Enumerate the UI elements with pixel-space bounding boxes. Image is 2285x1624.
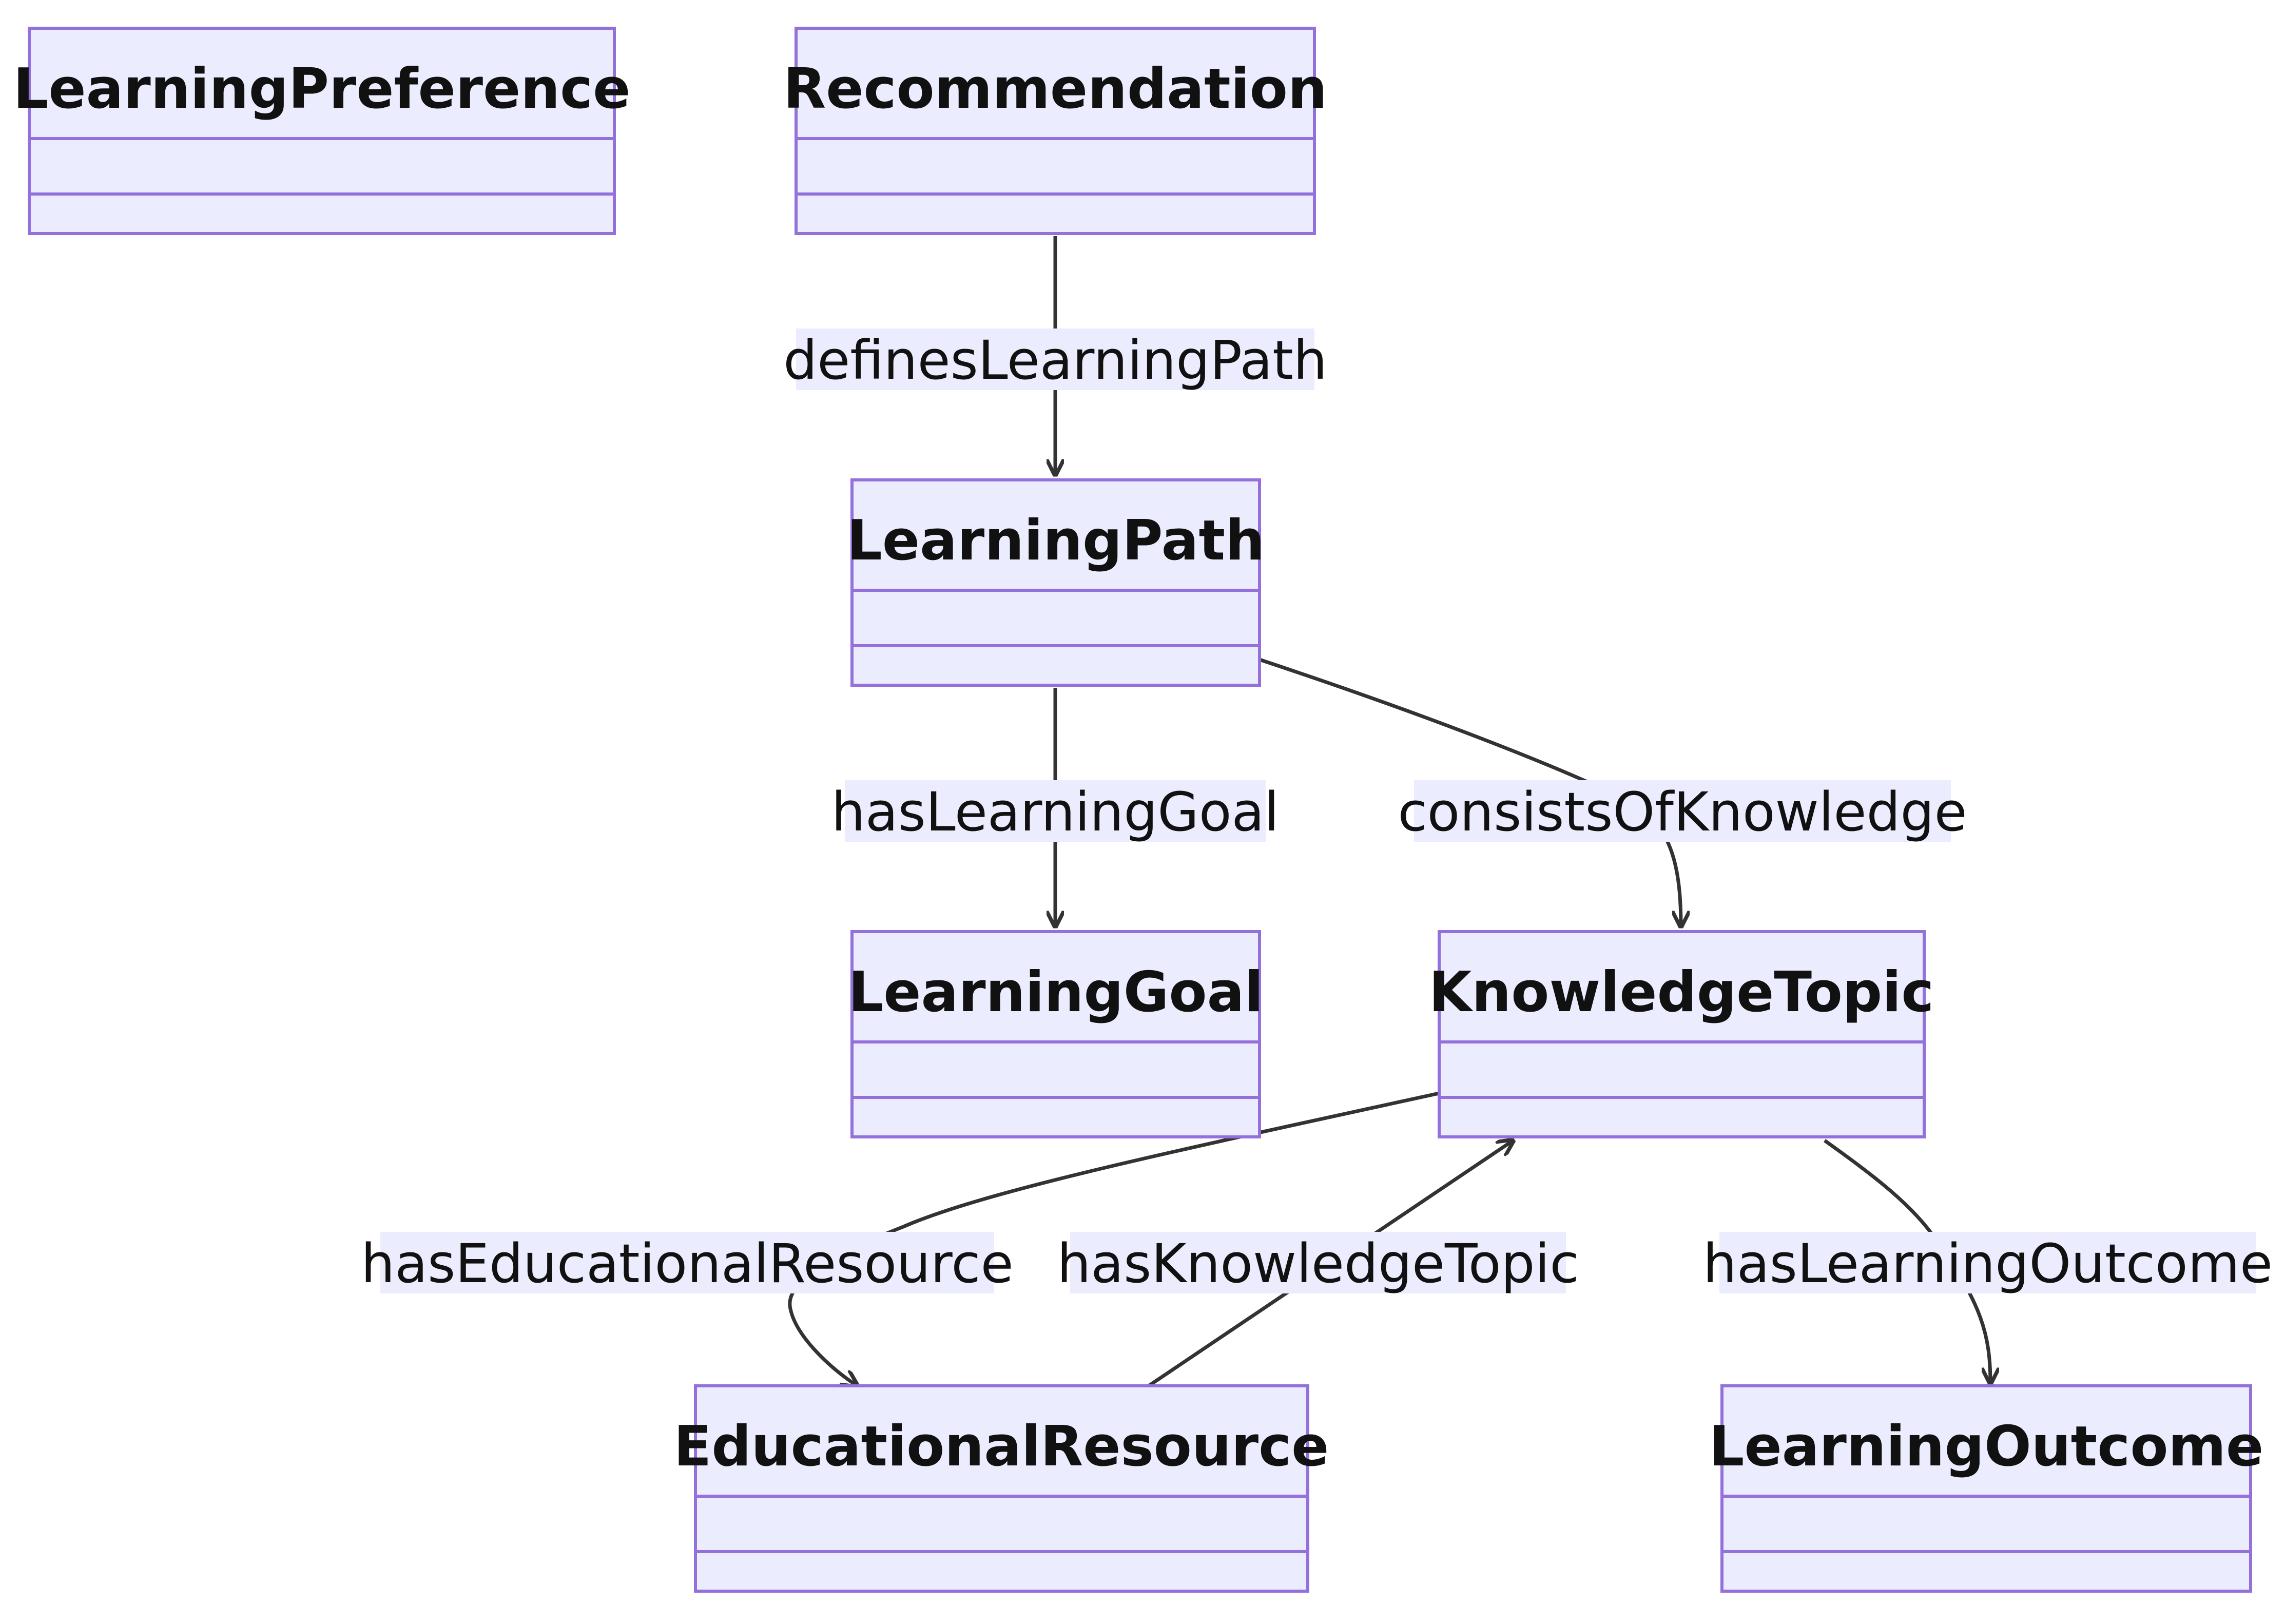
edge-label-text: consistsOfKnowledge <box>1398 781 1967 843</box>
edge-label-consists-of-knowledge: consistsOfKnowledge <box>1398 780 1967 843</box>
edge-label-has-learning-outcome: hasLearningOutcome <box>1703 1232 2273 1295</box>
class-name: LearningGoal <box>848 960 1263 1024</box>
edge-label-defines-learning-path: definesLearningPath <box>783 328 1327 392</box>
class-name: LearningPreference <box>13 57 631 121</box>
edge-label-text: hasLearningGoal <box>831 781 1279 843</box>
edge-label-has-educational-resource: hasEducationalResource <box>361 1232 1014 1295</box>
edge-has-educational-resource <box>788 1091 1440 1386</box>
class-name: Recommendation <box>783 57 1327 121</box>
class-name: EducationalResource <box>674 1415 1329 1479</box>
edge-label-has-knowledge-topic: hasKnowledgeTopic <box>1057 1232 1579 1295</box>
class-name: LearningOutcome <box>1709 1415 2264 1479</box>
edge-label-text: definesLearningPath <box>783 329 1327 392</box>
class-knowledge-topic: KnowledgeTopic <box>1429 930 1934 1138</box>
class-learning-outcome: LearningOutcome <box>1709 1384 2264 1593</box>
class-name: KnowledgeTopic <box>1429 960 1934 1024</box>
edge-label-has-learning-goal: hasLearningGoal <box>831 780 1279 843</box>
class-learning-goal: LearningGoal <box>848 930 1264 1138</box>
edge-label-text: hasKnowledgeTopic <box>1057 1232 1579 1295</box>
edge-label-text: hasLearningOutcome <box>1703 1232 2273 1295</box>
class-educational-resource: EducationalResource <box>674 1384 1329 1593</box>
class-recommendation: Recommendation <box>783 27 1327 235</box>
class-learning-preference: LearningPreference <box>13 27 631 235</box>
edge-label-text: hasEducationalResource <box>361 1232 1013 1295</box>
class-learning-path: LearningPath <box>847 478 1265 687</box>
class-name: LearningPath <box>847 509 1265 573</box>
